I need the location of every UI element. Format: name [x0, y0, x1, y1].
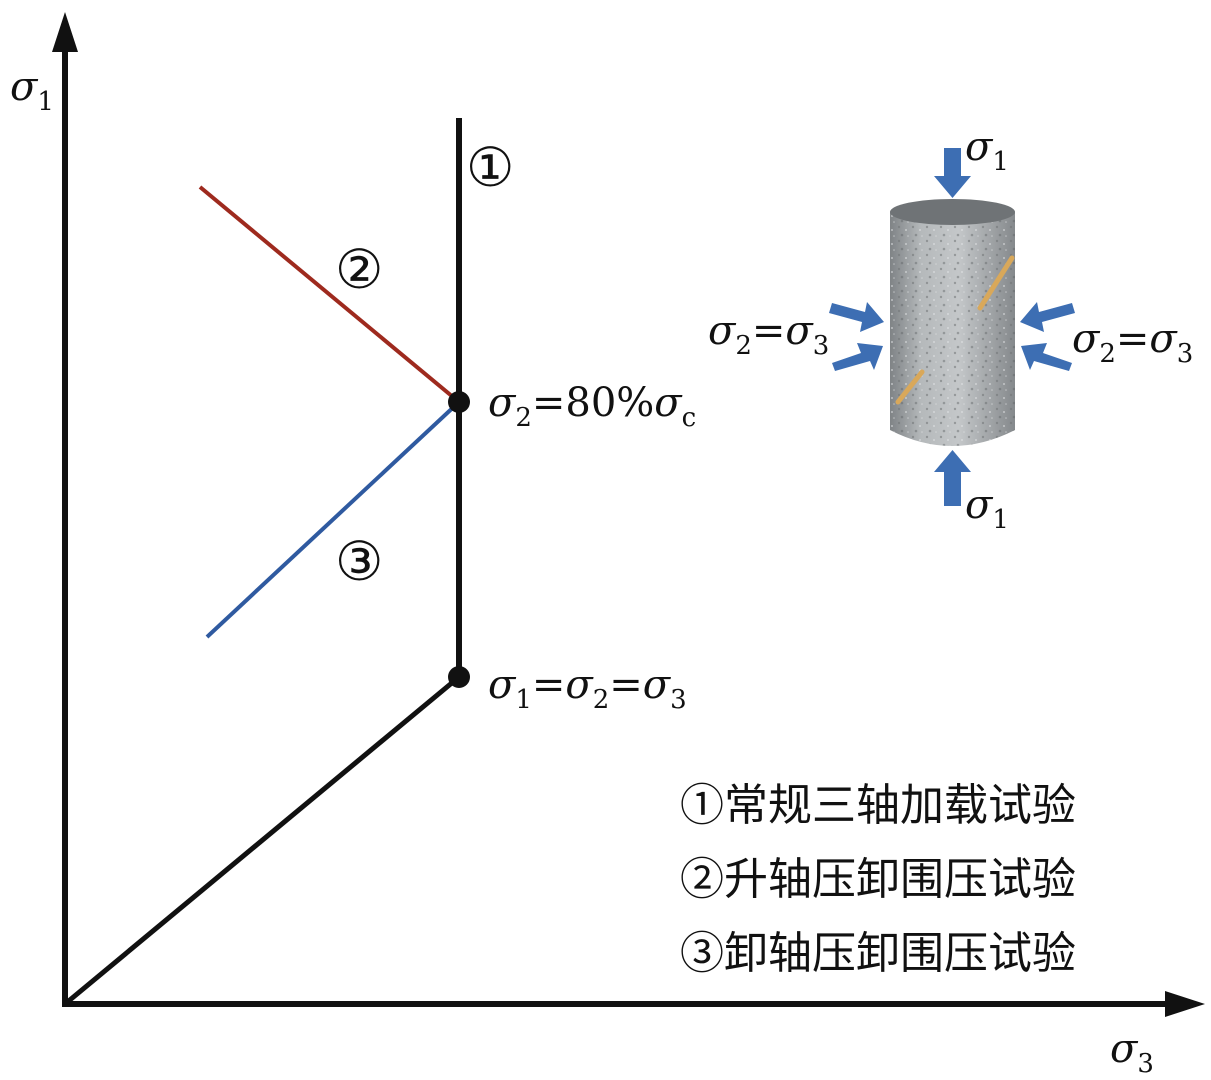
sigma2-right-arrows-icon [1020, 302, 1075, 371]
path-2-line [198, 185, 461, 404]
sigma1-top-arrow-icon [934, 148, 971, 198]
legend: ①常规三轴加载试验 ②升轴压卸围压试验 ③卸轴压卸围压试验 [680, 780, 1076, 979]
axes [52, 12, 1205, 1017]
lower-point-marker [448, 666, 470, 688]
sigma2-left-arrows-icon [829, 302, 884, 371]
path-2-marker: ② [335, 238, 383, 301]
path-3-line [205, 400, 461, 639]
sigma1-bottom-arrow-icon [934, 450, 971, 506]
stress-paths [63, 118, 470, 1006]
crack-lower [895, 369, 925, 405]
y-axis-label: σ1 [10, 64, 54, 117]
upper-point-label: σ2=80%σc [488, 380, 696, 433]
legend-item-3: ③卸轴压卸围压试验 [680, 928, 1076, 979]
x-axis-arrow-icon [1165, 991, 1205, 1017]
specimen-top-label: σ1 [965, 124, 1009, 177]
y-axis-arrow-icon [52, 12, 78, 52]
x-axis-label: σ3 [1110, 1026, 1154, 1079]
hydrostatic-path [63, 675, 461, 1006]
specimen-texture [890, 212, 1015, 446]
rock-specimen [829, 148, 1075, 506]
upper-point-marker [448, 391, 470, 413]
legend-item-1: ①常规三轴加载试验 [680, 780, 1076, 831]
specimen-top [890, 199, 1015, 225]
legend-item-2: ②升轴压卸围压试验 [680, 854, 1076, 905]
specimen-bottom-label: σ1 [965, 482, 1009, 535]
crack-upper [977, 255, 1015, 311]
specimen-right-label: σ2=σ3 [1072, 316, 1193, 369]
lower-point-label: σ1=σ2=σ3 [488, 662, 687, 715]
path-1-marker: ① [466, 136, 514, 199]
specimen-left-label: σ2=σ3 [708, 308, 829, 361]
path-3-marker: ③ [335, 530, 383, 593]
